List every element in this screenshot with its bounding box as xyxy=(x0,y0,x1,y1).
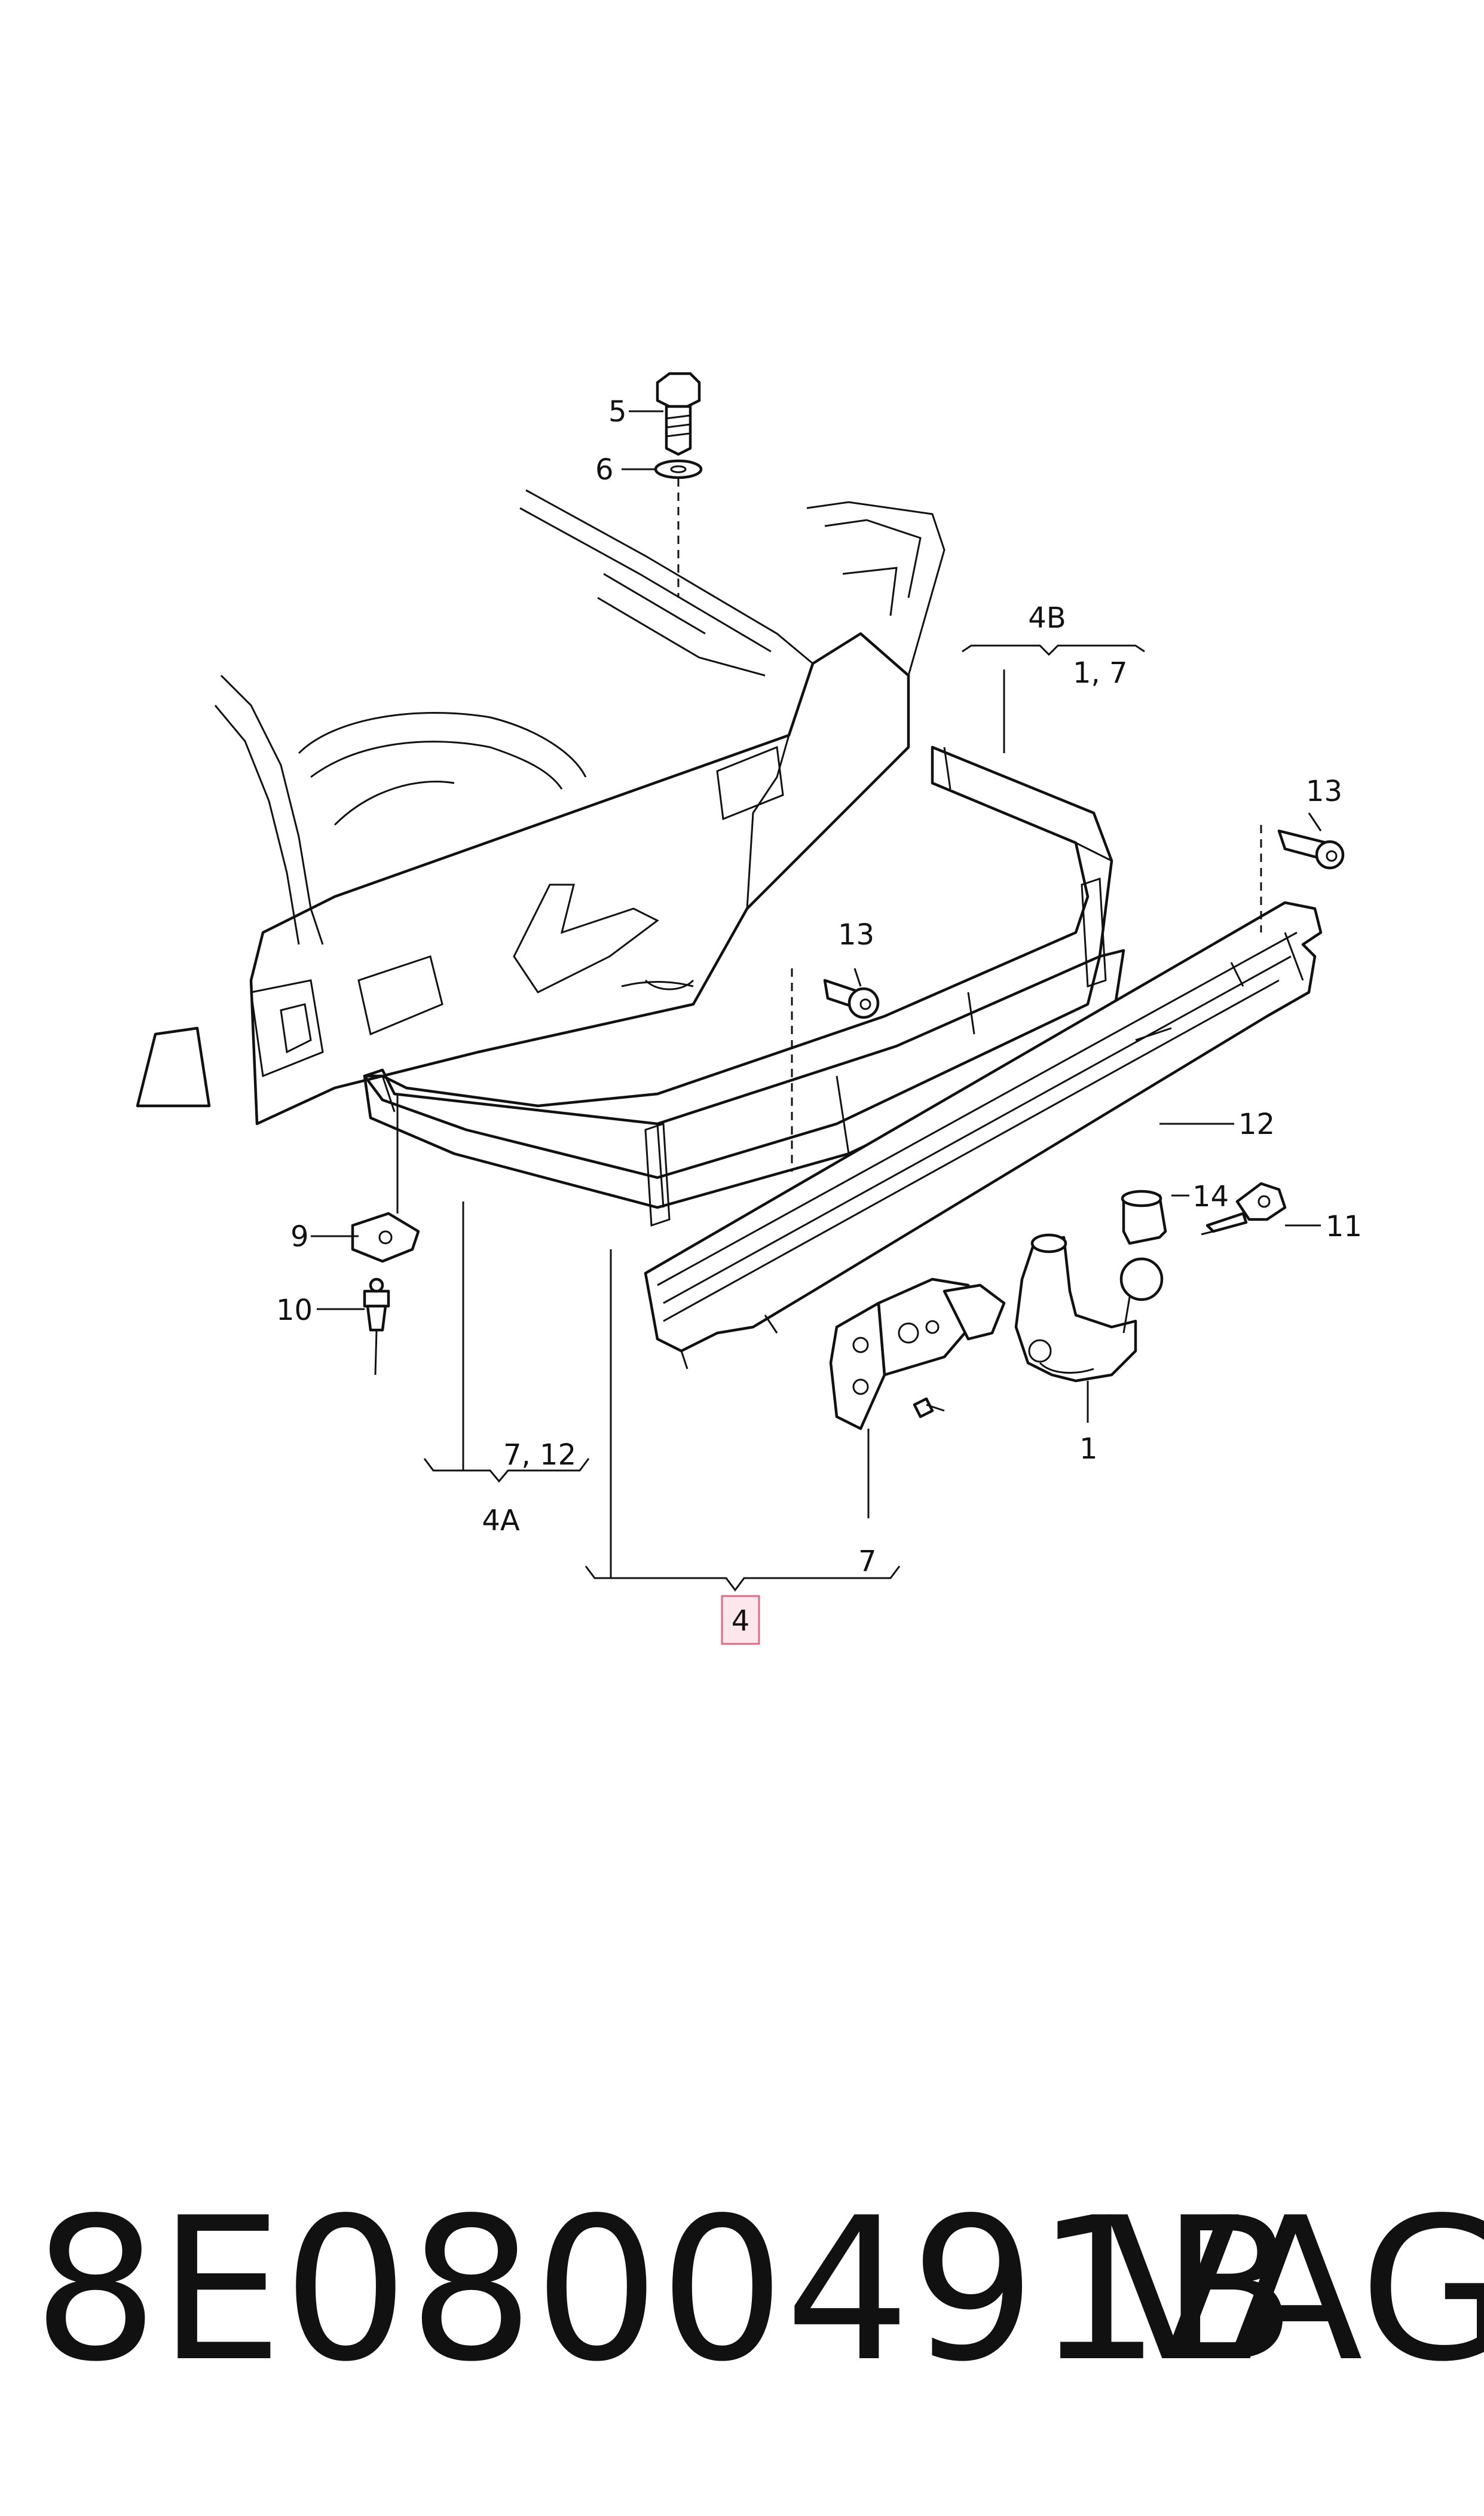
washer xyxy=(654,459,703,479)
group-4-name: 4 xyxy=(732,1604,750,1638)
leader-lines xyxy=(311,410,1322,1592)
callout-5: 5 xyxy=(608,395,627,429)
callout-1: 1 xyxy=(1079,1432,1098,1466)
callout-13-right: 13 xyxy=(1306,775,1342,808)
hex-bolt xyxy=(656,372,701,456)
brand-name: VAG xyxy=(1106,2175,1484,2405)
group-4a-name: 4A xyxy=(482,1504,520,1537)
clip-nut xyxy=(351,1212,420,1263)
reinforcement-crossmember xyxy=(644,901,1323,1369)
socket-bolt-center xyxy=(823,979,880,1019)
bumper-carrier-bracket xyxy=(363,745,1125,1227)
tow-ball-hitch xyxy=(1014,1233,1164,1383)
callout-6: 6 xyxy=(595,453,614,487)
hitch-key xyxy=(1201,1182,1287,1236)
footer: 8E0800491B VAG xyxy=(33,2175,1484,2405)
callout-9: 9 xyxy=(290,1220,309,1254)
callout-labels: 5 6 9 10 14 11 12 1 13 13 7 xyxy=(276,395,1362,1578)
mounting-plate xyxy=(829,1277,1006,1430)
callout-14: 14 xyxy=(1192,1180,1229,1213)
group-4b-parts: 1, 7 xyxy=(1073,656,1128,690)
group-4a-parts: 7, 12 xyxy=(503,1438,576,1472)
protective-cap xyxy=(1121,1190,1167,1245)
socket-bolt-right xyxy=(1277,829,1345,870)
callout-11: 11 xyxy=(1326,1210,1362,1243)
callout-12: 12 xyxy=(1238,1108,1275,1141)
blind-rivet xyxy=(363,1277,390,1375)
group-labels: 4B 1, 7 7, 12 4A 4 xyxy=(482,601,1128,1645)
callout-7: 7 xyxy=(858,1545,877,1578)
group-4-highlight xyxy=(721,1595,760,1645)
part-number: 8E0800491B xyxy=(33,2175,1297,2405)
rear-body-structure xyxy=(136,489,946,1126)
callout-10: 10 xyxy=(276,1294,313,1327)
group-4b-name: 4B xyxy=(1028,601,1066,635)
callout-13-center: 13 xyxy=(838,918,874,952)
